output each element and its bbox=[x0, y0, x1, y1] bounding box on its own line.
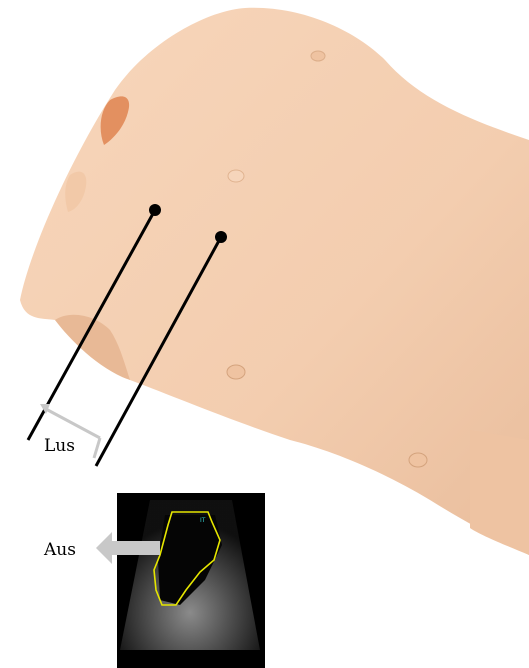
probe-marker-2 bbox=[215, 231, 227, 243]
lus-label: Lus bbox=[44, 436, 75, 456]
landmark-nub bbox=[228, 170, 244, 182]
landmark-nub bbox=[409, 453, 427, 467]
svg-text:IT: IT bbox=[200, 517, 206, 524]
manikin-torso bbox=[20, 8, 529, 555]
landmark-nub bbox=[227, 365, 245, 379]
torso-body bbox=[20, 8, 529, 555]
aus-label: Aus bbox=[44, 540, 76, 560]
ultrasound-image: IT bbox=[117, 493, 265, 668]
torso-side-panel bbox=[470, 430, 529, 555]
probe-marker-1 bbox=[149, 204, 161, 216]
landmark-nub bbox=[311, 51, 325, 61]
